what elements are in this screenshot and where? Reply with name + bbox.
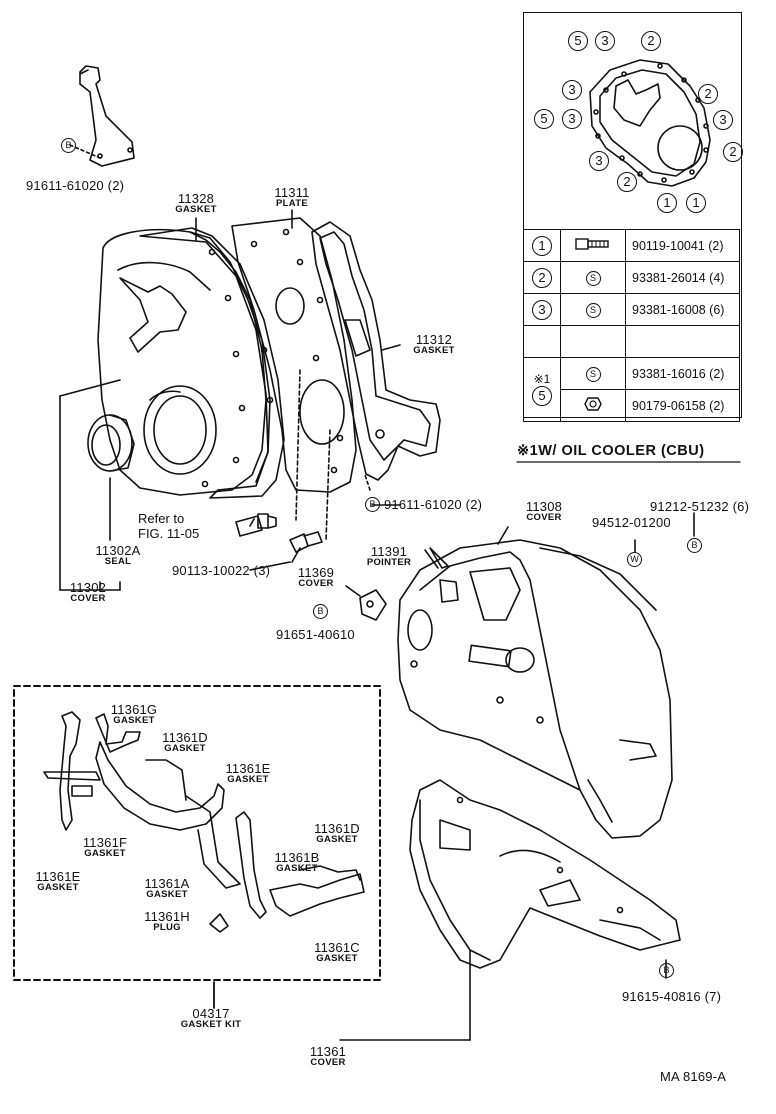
part-label: 91615-40816 (7) — [622, 989, 722, 1004]
inset-marker-3: 3 — [595, 31, 615, 51]
leader-lines — [59, 209, 695, 1041]
inset-gasket-drawing — [589, 59, 711, 187]
inset-marker-3: 3 — [562, 80, 582, 100]
bolt-icon — [575, 238, 609, 250]
washer-icon: S — [585, 270, 601, 286]
b-marker: B — [365, 497, 380, 512]
part-label: 91212-51232 (6) — [650, 499, 750, 514]
inset-marker-5: 5 — [534, 109, 554, 129]
table-row: 2 S 93381-26014 (4) — [523, 261, 740, 294]
gasket-kit-box — [13, 685, 381, 981]
inset-marker-2: 2 — [617, 172, 637, 192]
b-marker: B — [687, 538, 702, 553]
bracket-drawing — [69, 65, 135, 167]
inset-marker-2: 2 — [641, 31, 661, 51]
seal-11302a-drawing — [87, 414, 135, 472]
table-row — [523, 325, 740, 358]
inset-marker-3: 3 — [713, 110, 733, 130]
fastener-table: 1 90119-10041 (2) 2 S 93381-26014 (4) 3 … — [523, 229, 740, 422]
bolt-drawing — [235, 513, 323, 553]
part-number: 90119-10041 (2) — [625, 229, 740, 262]
key-marker: 3 — [532, 299, 552, 320]
inset-marker-3: 3 — [589, 151, 609, 171]
washer-icon: S — [585, 366, 601, 382]
oil-cooler-note: ※1W/ OIL COOLER (CBU) — [517, 443, 705, 459]
cbu-marker: ※1 — [533, 371, 551, 386]
gasket-11328-drawing — [139, 227, 285, 499]
part-label: 94512-01200 — [592, 515, 671, 530]
figure-code: MA 8169-A — [660, 1069, 727, 1084]
part-label: 91611-61020 (2) — [384, 497, 483, 512]
inset-marker-3: 3 — [562, 109, 582, 129]
part-label: 90113-10022 (3) — [172, 563, 271, 578]
table-row: 1 90119-10041 (2) — [523, 229, 740, 262]
inset-marker-1: 1 — [657, 193, 677, 213]
part-number: 90179-06158 (2) — [625, 389, 740, 422]
b-marker: B — [61, 138, 76, 153]
plate-11311-drawing — [231, 217, 357, 493]
key-marker: 1 — [532, 235, 552, 256]
key-marker: 5 — [532, 386, 552, 407]
gasket-11312-drawing — [311, 221, 441, 481]
key-marker: 2 — [532, 267, 552, 288]
cover-11308-drawing — [397, 539, 673, 839]
b-marker: B — [313, 604, 328, 619]
nut-icon — [584, 397, 602, 411]
part-number: 93381-16016 (2) — [625, 357, 740, 390]
cover-11369-drawing — [359, 589, 387, 621]
inset-marker-2: 2 — [698, 84, 718, 104]
kit-gaskets-drawing — [43, 711, 365, 933]
timing-cover-drawing — [97, 228, 271, 496]
inset-marker-1: 1 — [686, 193, 706, 213]
pointer-drawing — [429, 547, 449, 569]
table-row: 3 S 93381-16008 (6) — [523, 293, 740, 326]
part-label: 91651-40610 — [276, 627, 355, 642]
inset-marker-2: 2 — [723, 142, 743, 162]
table-row: ※1 5 S 93381-16016 (2) — [523, 357, 740, 422]
cover-11361-drawing — [409, 779, 681, 969]
part-number: 93381-26014 (4) — [625, 261, 740, 294]
part-label: 91611-61020 (2) — [26, 178, 125, 193]
b-marker: B — [659, 963, 674, 978]
washer-icon: S — [585, 302, 601, 318]
part-number: 93381-16008 (6) — [625, 293, 740, 326]
table-row: 90179-06158 (2) — [524, 389, 740, 422]
w-marker: W — [627, 552, 642, 567]
inset-marker-5: 5 — [568, 31, 588, 51]
